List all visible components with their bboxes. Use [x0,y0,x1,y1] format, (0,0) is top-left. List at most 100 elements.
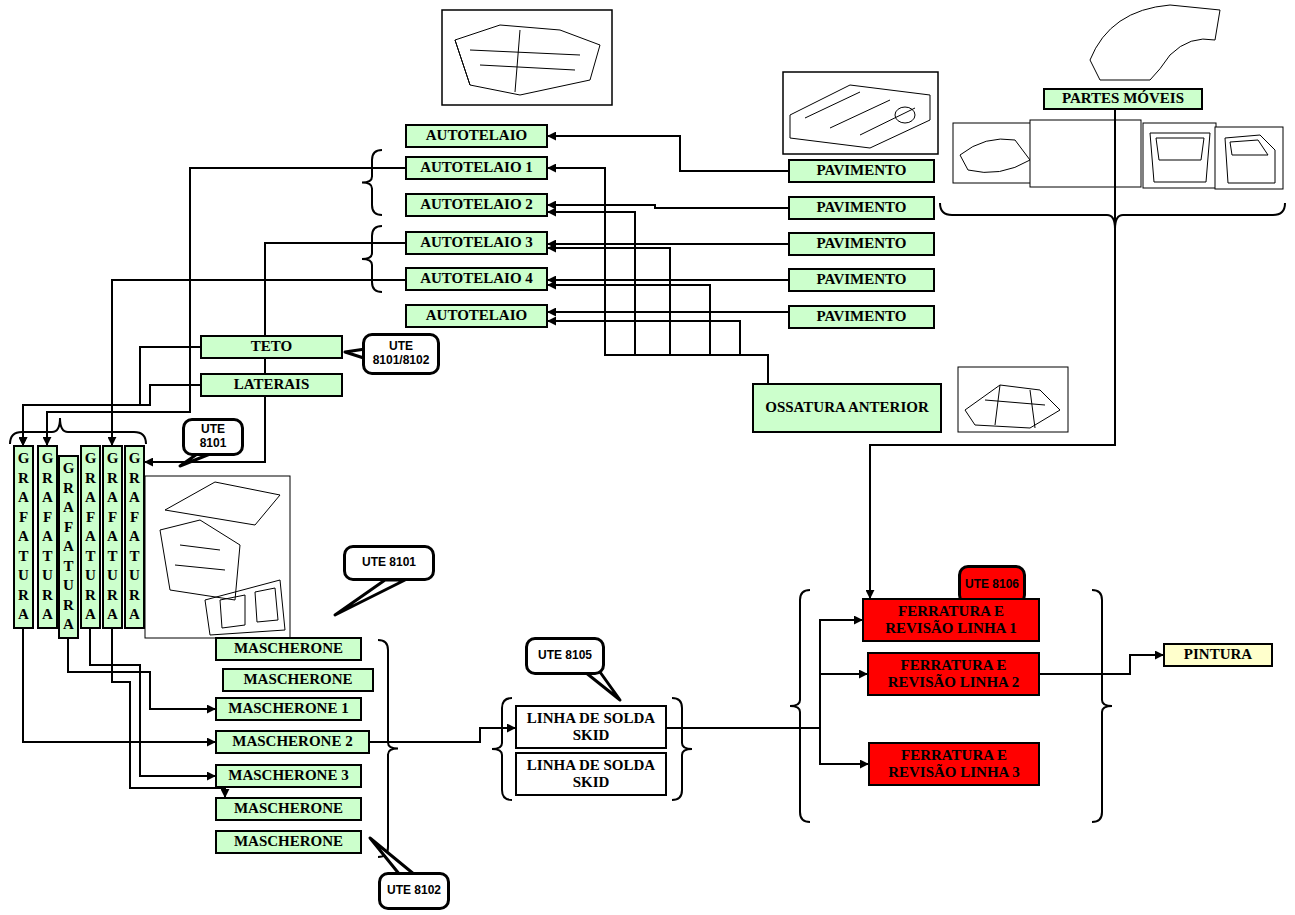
process-box: AUTOTELAIO 4 [405,267,548,291]
box-label: MASCHERONE 1 [228,700,348,717]
flow-connector [47,168,405,445]
door-sketch [1225,135,1275,183]
flow-connector [548,168,768,383]
process-box: FERRATURA E REVISÃO LINHA 1 [862,598,1040,642]
box-label: GRAFATURA [40,449,55,625]
flow-connector [548,243,788,245]
flow-connector [667,728,868,764]
process-box: PAVIMENTO [788,232,935,256]
box-label: GRAFATURA [105,449,120,625]
process-box: LATERAIS [200,373,343,397]
process-box: MASCHERONE 1 [215,697,362,721]
process-box: OSSATURA ANTERIOR [752,383,942,433]
underbody-picture [442,10,612,105]
process-box: PAVIMENTO [788,305,935,329]
process-box: LINHA DE SOLDA SKID [515,752,667,796]
box-label: AUTOTELAIO [426,307,527,324]
box-label: PINTURA [1184,646,1252,663]
box-label: PAVIMENTO [816,162,906,179]
floor-sketch [790,85,930,148]
box-label: FERRATURA E REVISÃO LINHA 1 [868,603,1034,638]
floor-picture [783,72,938,154]
flow-connector [667,674,867,728]
process-box: PARTES MÓVEIS [1043,88,1203,110]
bracket [378,640,398,857]
flow-connector [112,629,225,798]
box-label: GRAFATURA [61,459,76,635]
front-structure-sketch [965,385,1060,428]
bracket [10,418,146,444]
flow-connector [370,728,515,742]
box-label: UTE 8106 [965,578,1019,592]
body-sketch [160,482,285,635]
flow-connector [23,629,215,743]
flow-connector [548,321,768,383]
front-structure-picture [958,367,1068,432]
callout-bubble: UTE 8102 [378,872,450,910]
process-box: PINTURA [1163,643,1273,667]
bracket [492,698,512,800]
box-label: AUTOTELAIO 2 [420,196,533,213]
hood-picture [953,123,1040,183]
box-label: MASCHERONE 3 [228,767,348,784]
box-label: MASCHERONE 2 [232,733,352,750]
process-box: AUTOTELAIO 3 [405,231,548,255]
box-label: TETO [251,338,292,355]
box-label: AUTOTELAIO 4 [420,270,533,287]
flow-connector [548,248,768,383]
process-box: TETO [200,335,343,359]
box-label: PAVIMENTO [816,199,906,216]
process-box: GRAFATURA [124,445,145,629]
callout-bubble: UTE 8101/8102 [362,333,440,375]
process-box: GRAFATURA [37,445,58,629]
fender-sketch [1090,5,1220,80]
process-box: AUTOTELAIO [405,124,548,148]
door-picture [1215,127,1283,189]
box-label: MASCHERONE [234,640,343,657]
flow-connector [1040,655,1163,674]
callout-tail [585,672,620,700]
box-label: PAVIMENTO [816,271,906,288]
process-box: PAVIMENTO [788,268,935,292]
box-label: AUTOTELAIO 3 [420,234,533,251]
box-label: AUTOTELAIO [426,127,527,144]
bracket [790,590,810,822]
box-label: MASCHERONE [243,671,352,688]
tailgate-picture [1143,123,1216,188]
box-label: LINHA DE SOLDA SKID [521,710,661,745]
box-label: UTE 8102 [387,884,441,898]
process-box: FERRATURA E REVISÃO LINHA 2 [867,652,1040,696]
callout-bubble: UTE 8101 [182,418,244,456]
flow-connector [870,110,1115,598]
box-label: GRAFATURA [83,449,98,625]
box-label: PAVIMENTO [816,235,906,252]
process-box: AUTOTELAIO [405,304,548,328]
box-label: GRAFATURA [127,449,142,625]
process-box: GRAFATURA [58,455,79,639]
process-box: MASCHERONE [215,797,362,821]
flow-connector [548,311,788,313]
process-box: MASCHERONE [222,668,374,692]
process-box: MASCHERONE 3 [215,764,362,788]
bracket [362,226,382,292]
box-label: PAVIMENTO [816,308,906,325]
box-label: AUTOTELAIO 1 [420,159,533,176]
process-box: PAVIMENTO [788,196,935,220]
box-label: LATERAIS [234,376,310,393]
process-box: LINHA DE SOLDA SKID [515,705,667,749]
blank-picture [1030,120,1141,187]
process-box: AUTOTELAIO 2 [405,193,548,217]
callout-tail [335,580,405,615]
callout-tail [370,838,415,875]
body-picture [145,476,290,638]
flow-connector [548,279,788,281]
bracket [940,203,1285,229]
process-box: GRAFATURA [102,445,123,629]
underbody-sketch [455,25,600,95]
box-label: LINHA DE SOLDA SKID [521,757,661,792]
box-label: UTE 8105 [538,649,592,663]
hood-sketch [960,139,1030,172]
box-label: OSSATURA ANTERIOR [765,399,929,416]
process-box: AUTOTELAIO 1 [405,156,548,180]
box-label: UTE 8101 [187,423,239,451]
